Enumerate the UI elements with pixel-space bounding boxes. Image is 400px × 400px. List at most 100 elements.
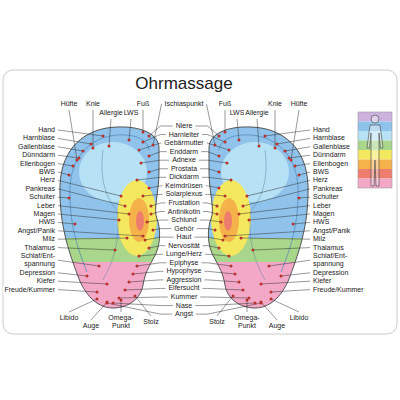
reflex-point [132, 273, 135, 276]
zone-label: LWS [123, 109, 140, 117]
leader-line [277, 138, 310, 144]
zone-label: Haut [176, 233, 193, 241]
zone-label: Harnblase [312, 134, 346, 142]
leader-line [205, 254, 229, 256]
reflex-point [118, 219, 121, 222]
reflex-point [268, 265, 271, 268]
zone-label: Auge [82, 322, 100, 330]
leader-line [141, 160, 169, 163]
leader-line [58, 281, 107, 284]
reflex-point [124, 289, 127, 292]
zone-label: Hüfte [290, 100, 309, 108]
leader-line [151, 203, 165, 206]
reflex-point [92, 147, 95, 150]
reflex-point [102, 135, 105, 138]
reflex-point [276, 143, 279, 146]
leader-line [135, 296, 151, 316]
zone-label: Antinikotin [167, 208, 201, 216]
leader-line [237, 119, 239, 140]
leader-line [261, 281, 310, 284]
zone-label: Ellenbogen [312, 160, 349, 168]
leader-line [133, 271, 163, 274]
zone-label: Prostata [170, 165, 198, 173]
leader-line [275, 110, 276, 148]
reflex-point [298, 174, 301, 177]
reflex-point [140, 162, 143, 165]
reflex-point [242, 289, 245, 292]
zone-label: Angst/Panik [17, 227, 56, 235]
leader-line [241, 238, 310, 239]
leader-line [139, 254, 163, 256]
leader-line [137, 263, 167, 266]
leader-line [58, 138, 91, 144]
key-band [358, 169, 392, 179]
leader-line [93, 110, 94, 148]
zone-label: Kummer [170, 293, 198, 301]
reflex-point [120, 299, 123, 302]
reflex-point [106, 302, 109, 305]
card [3, 70, 397, 334]
leader-line [271, 290, 310, 292]
zone-label: Harnblase [22, 134, 56, 142]
reflex-point [288, 157, 291, 160]
zone-label: Enddarm [169, 148, 199, 156]
zone-label: Stolz [208, 318, 226, 326]
reflex-point [96, 291, 99, 294]
leader-line [58, 222, 75, 224]
zone-label: Dünndarm [21, 151, 56, 159]
reflex-point [148, 171, 151, 174]
reflex-point [148, 247, 151, 250]
leader-line [149, 152, 167, 156]
leader-line [149, 169, 168, 172]
leader-line [143, 194, 163, 196]
leader-line [205, 194, 225, 196]
leader-line [58, 231, 143, 236]
reflex-point [230, 179, 233, 182]
leader-line [58, 155, 79, 158]
zone-label: Herz [312, 176, 329, 184]
reflex-point [280, 275, 283, 278]
leader-line [58, 260, 99, 266]
zone-label: Hand [37, 126, 56, 134]
zone-label: Hüfte [60, 100, 79, 108]
leader-line [200, 169, 219, 172]
green-zone [43, 100, 183, 262]
reflex-point [146, 221, 149, 224]
leader-line [58, 180, 121, 196]
leader-line [199, 160, 227, 163]
zone-label: Knie [267, 100, 283, 108]
leader-line [281, 273, 310, 276]
leader-line [129, 280, 163, 282]
zone-label: Leber [312, 202, 332, 210]
zone-label: Fuß [136, 100, 150, 108]
leader-line [145, 237, 174, 240]
zone-label: Magen [33, 210, 56, 218]
zone-label: Eifersucht [167, 284, 200, 292]
reflex-point [294, 165, 297, 168]
leader-line [58, 206, 129, 214]
leader-line [58, 130, 103, 136]
antihelix [102, 150, 118, 280]
leader-line [149, 186, 162, 188]
leader-line [271, 299, 299, 312]
leader-line [129, 119, 131, 140]
reflex-point [218, 155, 221, 158]
zone-label: Angst [174, 310, 194, 318]
reflex-point [148, 187, 151, 190]
leader-line [58, 238, 127, 239]
reflex-point [138, 149, 141, 152]
reflex-point [234, 273, 237, 276]
zone-label: Ischiaspunkt [164, 100, 205, 108]
zone-label: Allergie [244, 109, 269, 117]
reflex-point [224, 195, 227, 198]
reflex-point [106, 301, 109, 304]
reflex-point [112, 302, 115, 305]
leader-line [206, 104, 215, 145]
reflex-point [228, 149, 231, 152]
reflex-point [216, 213, 219, 216]
reflex-point [152, 144, 155, 147]
leader-line [205, 280, 239, 282]
zone-label: Dickdarm [168, 173, 200, 181]
reflex-point [128, 281, 131, 284]
zone-label: Schulter [312, 193, 340, 201]
